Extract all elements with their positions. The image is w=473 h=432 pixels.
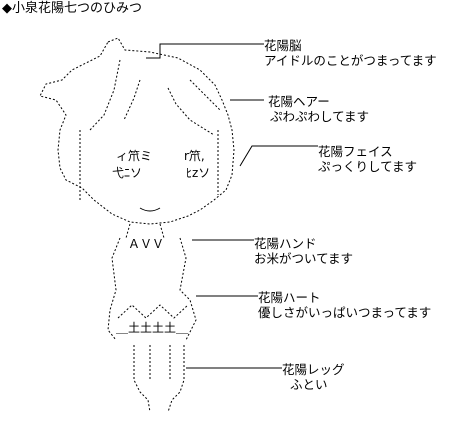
leader-lines (146, 43, 318, 369)
page-title: ◆小泉花陽七つのひみつ (2, 1, 142, 16)
secret-leg-text: ふとい (290, 377, 328, 392)
chest-mark: ＡＶＶ (128, 237, 164, 251)
skirt-mark: ＿土土土土＿ (116, 321, 188, 335)
secret-leg: 花陽レッグ ふとい (282, 362, 345, 392)
secret-hair: 花陽ヘアー ぷわぷわしてます (268, 94, 369, 124)
secret-hand: 花陽ハンド お米がついてます (254, 236, 353, 266)
secret-face-label: 花陽フェイス (318, 144, 393, 159)
secret-leg-label: 花陽レッグ (282, 362, 345, 377)
mouth (139, 207, 161, 212)
secret-heart: 花陽ハート 優しさがいっぱいつまってます (258, 290, 431, 320)
leader-face (239, 145, 318, 167)
figure-outline (39, 37, 235, 413)
secret-brain: 花陽脳 アイドルのことがつまってます (264, 38, 437, 68)
secret-hair-label: 花陽ヘアー (268, 94, 330, 109)
right-eye: r笊, (184, 148, 205, 163)
secret-brain-label: 花陽脳 (264, 38, 302, 53)
left-cheek: 弋ﾆソ (112, 166, 142, 180)
secret-face: 花陽フェイス ぷっくりしてます (318, 144, 417, 174)
secret-hair-text: ぷわぷわしてます (270, 109, 370, 124)
left-eye: ィ笊ミ (116, 148, 152, 163)
face-marks: ィ笊ミ r笊, 弋ﾆソ ﾋzソ ＡＶＶ ＿土土土土＿ (112, 148, 210, 335)
secret-face-text: ぷっくりしてます (318, 159, 418, 174)
secret-hand-label: 花陽ハンド (254, 236, 317, 251)
secret-heart-label: 花陽ハート (258, 290, 321, 305)
secret-hand-text: お米がついてます (254, 251, 354, 266)
right-cheek: ﾋzソ (186, 166, 210, 180)
leader-brain (146, 43, 264, 59)
secret-brain-text: アイドルのことがつまってます (264, 53, 437, 68)
secret-heart-text: 優しさがいっぱいつまってます (258, 305, 432, 320)
